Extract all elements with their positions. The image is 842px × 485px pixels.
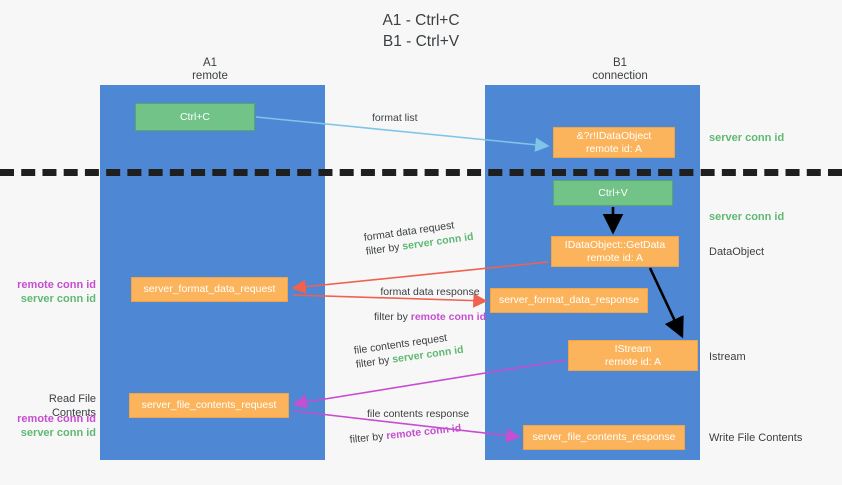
annotation-write-file-contents: Write File Contents — [709, 432, 803, 444]
filter-prefix: filter by — [355, 353, 394, 371]
edge-label-file-contents-response: file contents response — [367, 408, 470, 420]
annotation-dataobject: DataObject — [709, 246, 765, 258]
annotation-server-conn-id-1: server conn id — [20, 293, 96, 305]
box-istream[interactable]: IStream remote id: A — [568, 340, 698, 371]
annotation-remote-conn-id-1: remote conn id — [17, 279, 96, 291]
filter-prefix: filter by — [373, 311, 411, 323]
annotation-server-conn-id-top: server conn id — [709, 132, 785, 144]
edge-label-format-data-request: format data request filter by server con… — [363, 216, 474, 259]
annotation-conn-ids-bottom: remote conn id server conn id — [8, 412, 96, 440]
annotation-read-file-contents: Read File Contents — [48, 393, 96, 419]
edge-label-format-data-response-line1: format data response — [380, 286, 480, 298]
edge-label-file-contents-request: file contents request filter by server c… — [353, 329, 464, 372]
filter-prefix: filter by — [365, 240, 404, 258]
lane-header-a1: A1 remote — [192, 57, 228, 82]
page-title: A1 - Ctrl+C B1 - Ctrl+V — [382, 12, 460, 50]
box-server-format-data-response[interactable]: server_format_data_response — [490, 288, 648, 313]
remote-conn-id-ref: remote conn id — [410, 311, 487, 323]
annotation-conn-ids-top: remote conn id server conn id — [8, 278, 96, 306]
edge-label-file-contents-response-filter: filter by remote conn id — [349, 421, 462, 447]
box-idataobject-getdata[interactable]: IDataObject::GetData remote id: A — [551, 236, 679, 267]
box-server-format-data-request[interactable]: server_format_data_request — [131, 277, 288, 302]
edge-label-format-data-response: format data response filter by remote co… — [350, 285, 510, 324]
lane-header-b1: B1 connection — [592, 57, 648, 82]
box-ctrl-c[interactable]: Ctrl+C — [135, 103, 255, 131]
annotation-remote-conn-id-2: remote conn id — [17, 413, 96, 425]
box-idataobject[interactable]: &?r!IDataObject remote id: A — [553, 127, 675, 158]
edge-label-format-data-response-filter: filter by remote conn id — [350, 310, 510, 324]
remote-conn-id-ref: remote conn id — [385, 422, 462, 443]
annotation-istream: Istream — [709, 351, 746, 363]
edge-label-format-list: format list — [372, 112, 418, 124]
annotation-server-conn-id-2: server conn id — [20, 427, 96, 439]
box-ctrl-v[interactable]: Ctrl+V — [553, 180, 673, 206]
filter-prefix: filter by — [349, 430, 387, 446]
box-server-file-contents-response[interactable]: server_file_contents_response — [523, 425, 685, 450]
annotation-server-conn-id-mid: server conn id — [709, 211, 785, 223]
phase-separator — [0, 169, 842, 176]
box-server-file-contents-request[interactable]: server_file_contents_request — [129, 393, 289, 418]
